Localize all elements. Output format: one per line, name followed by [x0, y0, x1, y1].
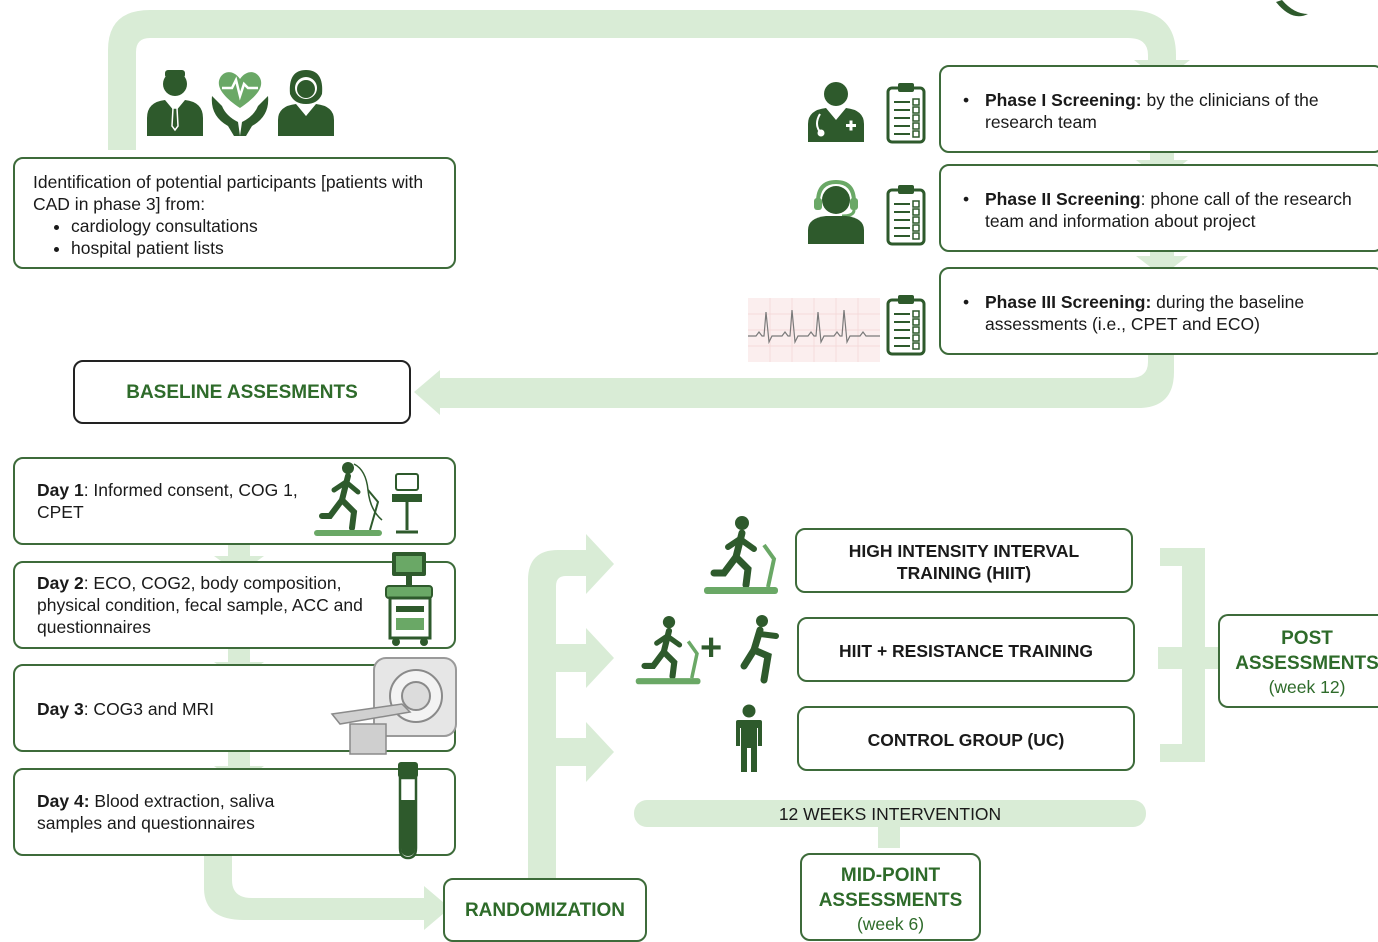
randomization-box: RANDOMIZATION: [443, 878, 647, 942]
identification-intro: Identification of potential participants…: [33, 172, 424, 214]
group-label: HIGH INTENSITY INTERVAL TRAINING (HIIT): [848, 541, 1080, 583]
clipboard-icon: [886, 83, 926, 144]
hiit-resistance-group-box: HIIT + RESISTANCE TRAINING: [797, 617, 1135, 682]
baseline-title: BASELINE ASSESMENTS: [126, 382, 358, 403]
heart-hands-icon: [211, 72, 269, 136]
day-text: : COG3 and MRI: [83, 699, 215, 719]
headset-agent-icon: [808, 180, 864, 244]
day-4-box: Day 4: Blood extraction, saliva samples …: [13, 768, 456, 856]
group-label: CONTROL GROUP (UC): [867, 730, 1065, 750]
plus-sign: +: [700, 627, 723, 669]
post-assessments-box: POST ASSESSMENTS (week 12): [1218, 614, 1378, 708]
day-text: : ECO, COG2, body composition, physical …: [37, 573, 363, 637]
person-icon: [736, 704, 762, 772]
day-text: Blood extraction, saliva samples and que…: [37, 791, 275, 833]
blood-tube-icon: [398, 762, 418, 860]
day-2-box: Day 2: ECO, COG2, body composition, phys…: [13, 561, 456, 649]
squat-icon: [740, 615, 779, 684]
hiit-group-box: HIGH INTENSITY INTERVAL TRAINING (HIIT): [795, 528, 1133, 593]
ultrasound-machine-icon: [385, 552, 433, 646]
treadmill-runner-icon: [704, 516, 778, 594]
day-text: : Informed consent, COG 1, CPET: [37, 480, 298, 522]
phase-label: Phase III Screening:: [985, 292, 1152, 312]
ecg-icon: [748, 298, 880, 362]
list-item: cardiology consultations: [71, 215, 442, 237]
randomization-title: RANDOMIZATION: [464, 900, 626, 921]
clipboard-icon: [886, 185, 926, 246]
physician-icon: [808, 82, 864, 142]
clipboard-icon: [886, 295, 926, 356]
post-sub: (week 12): [1268, 677, 1346, 697]
phase-text: by the clinicians of the research team: [985, 90, 1319, 132]
list-item: hospital patient lists: [71, 237, 442, 259]
doctor-icon: [147, 70, 203, 136]
treadmill-runner-icon: [314, 462, 422, 536]
midpoint-title: MID-POINT ASSESSMENTS: [818, 865, 963, 911]
phase-text: : phone call of the research team and in…: [985, 189, 1352, 231]
phase-label: Phase I Screening:: [985, 90, 1142, 110]
day-label: Day 1: [37, 480, 84, 500]
nurse-icon: [278, 70, 334, 136]
post-title: POST ASSESSMENTS: [1235, 628, 1378, 674]
mri-scanner-icon: [330, 657, 457, 755]
day-label: Day 2: [37, 573, 84, 593]
midpoint-assessments-box: MID-POINT ASSESSMENTS (week 6): [800, 853, 981, 941]
phase-3-screening-box: • Phase III Screening: during the baseli…: [939, 267, 1378, 355]
phase-1-screening-box: • Phase I Screening: by the clinicians o…: [939, 65, 1378, 153]
phase-2-screening-box: • Phase II Screening: phone call of the …: [939, 164, 1378, 252]
intervention-label: 12 WEEKS INTERVENTION: [778, 804, 1002, 824]
group-label: HIIT + RESISTANCE TRAINING: [839, 641, 1093, 661]
treadmill-runner-icon: [635, 616, 701, 685]
midpoint-sub: (week 6): [856, 914, 925, 934]
control-group-box: CONTROL GROUP (UC): [797, 706, 1135, 771]
day-label: Day 4:: [37, 791, 90, 811]
phase-text: during the baseline assessments (i.e., C…: [985, 292, 1305, 334]
leaf-icon: [1276, 0, 1308, 17]
day-1-box: Day 1: Informed consent, COG 1, CPET: [13, 457, 456, 545]
day-label: Day 3: [37, 699, 84, 719]
baseline-assessments-box: BASELINE ASSESMENTS: [73, 360, 411, 424]
identification-box: Identification of potential participants…: [13, 157, 456, 269]
phase-label: Phase II Screening: [985, 189, 1141, 209]
